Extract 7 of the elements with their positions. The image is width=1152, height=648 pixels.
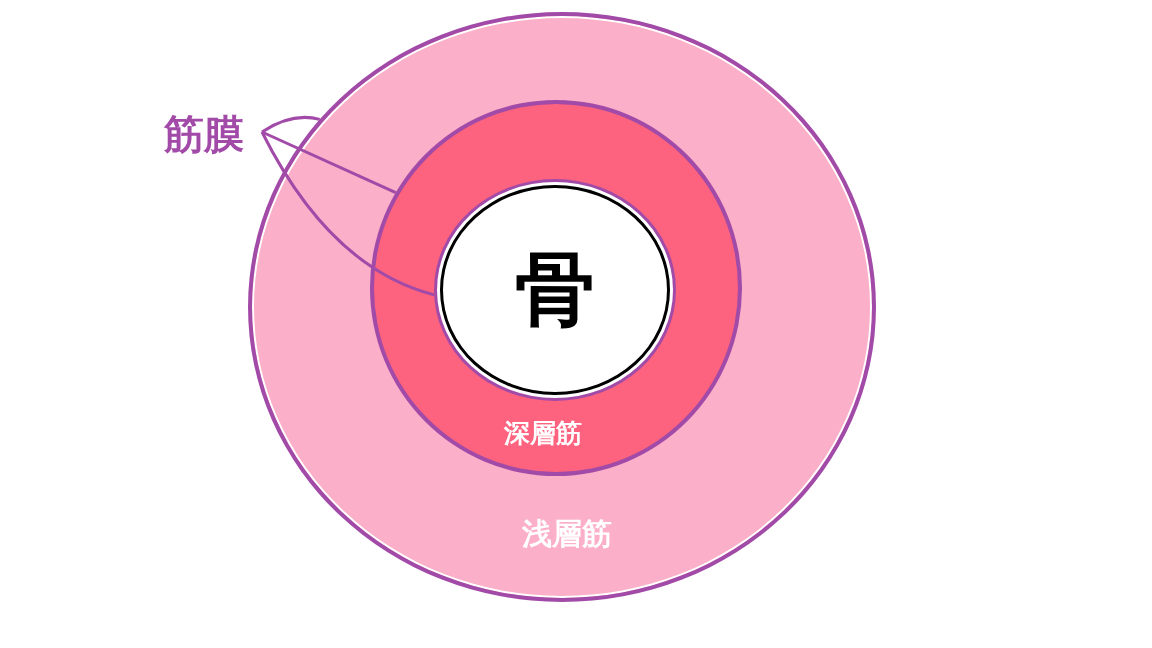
layer-label: 骨 [514, 242, 596, 338]
leader-line [261, 115, 321, 134]
label-text: 筋膜 [164, 111, 244, 157]
layer-label: 深層筋 [504, 417, 582, 450]
layer-label: 浅層筋 [522, 515, 612, 553]
leader-line [260, 131, 435, 297]
leader-line [261, 130, 397, 194]
